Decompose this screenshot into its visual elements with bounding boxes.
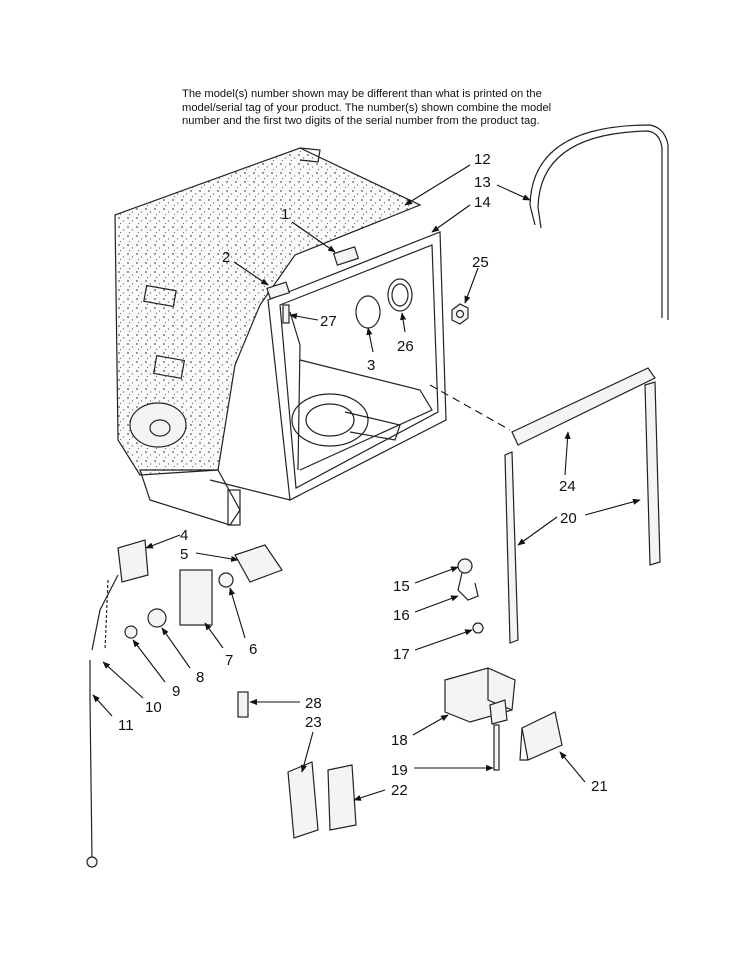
valve-parts — [457, 558, 484, 634]
callout-17: 17 — [393, 646, 410, 663]
callout-18: 18 — [391, 732, 408, 749]
callout-28: 28 — [305, 695, 322, 712]
callout-24: 24 — [559, 478, 576, 495]
callout-23: 23 — [305, 714, 322, 731]
callout-6: 6 — [249, 641, 257, 658]
notice-line-2: model/serial tag of your product. The nu… — [182, 101, 552, 114]
hinge-parts — [86, 539, 283, 868]
door-gasket — [529, 124, 669, 320]
notice-text: The model(s) number shown may be differe… — [182, 88, 602, 129]
callout-15: 15 — [393, 578, 410, 595]
callout-14: 14 — [474, 194, 491, 211]
callout-1: 1 — [281, 206, 289, 223]
callout-labels: 12 13 14 1 2 25 27 26 3 24 20 4 5 15 16 … — [118, 151, 608, 799]
callout-8: 8 — [196, 669, 204, 686]
callout-19: 19 — [391, 762, 408, 779]
tub-assembly — [114, 147, 447, 526]
callout-16: 16 — [393, 607, 410, 624]
callout-26: 26 — [397, 338, 414, 355]
side-rail-right — [644, 381, 661, 566]
trim-strip — [511, 367, 656, 446]
callout-13: 13 — [474, 174, 491, 191]
notice-line-1: The model(s) number shown may be differe… — [182, 88, 542, 100]
side-rail-left — [504, 451, 519, 644]
lower-trim-parts — [237, 691, 357, 839]
callout-25: 25 — [472, 254, 489, 271]
callout-5: 5 — [180, 546, 188, 563]
callout-20: 20 — [560, 510, 577, 527]
callout-4: 4 — [180, 527, 188, 544]
callout-3: 3 — [367, 357, 375, 374]
nut-25-part — [451, 303, 469, 325]
insulation-blanket — [114, 147, 422, 476]
callout-22: 22 — [391, 782, 408, 799]
callout-11: 11 — [118, 717, 134, 734]
callout-27: 27 — [320, 313, 337, 330]
mount-bracket-parts — [444, 667, 563, 771]
callout-leaders — [92, 164, 641, 801]
callout-2: 2 — [222, 249, 230, 266]
callout-21: 21 — [591, 778, 608, 795]
callout-12: 12 — [474, 151, 491, 168]
callout-7: 7 — [225, 652, 233, 669]
notice-line-3: number and the first two digits of the s… — [182, 115, 540, 128]
callout-9: 9 — [172, 683, 180, 700]
callout-10: 10 — [145, 699, 162, 716]
